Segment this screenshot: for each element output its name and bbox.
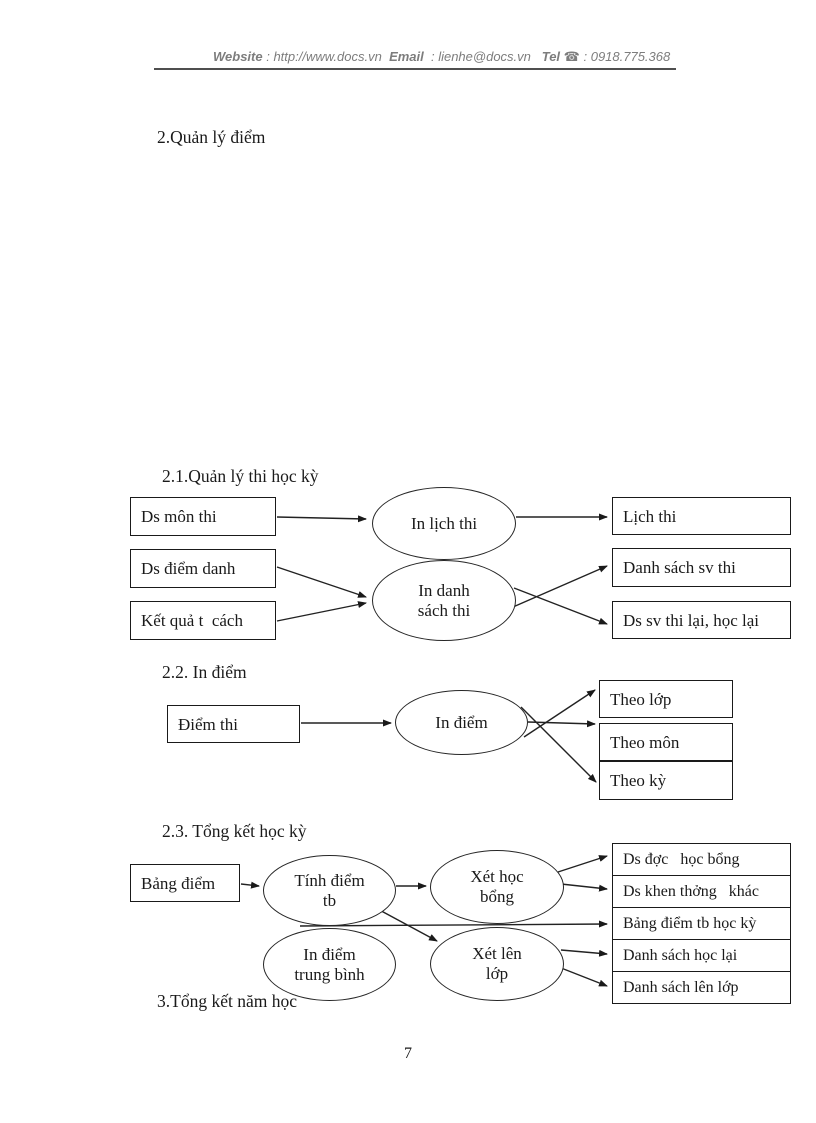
arrow-indanhsachthi-dssvthilai <box>513 587 608 625</box>
output-box-danh-sach-sv-thi: Danh sách sv thi <box>612 548 791 587</box>
process-ellipse-tinh-diem-tb: Tính điểm tb <box>263 855 396 926</box>
arrow-tinhdiemtb-xetlenlop <box>373 906 438 942</box>
process-ellipse-in-diem: In điểm <box>395 690 528 755</box>
output-box-danh-sach-hoc-lai: Danh sách học lại <box>612 939 791 972</box>
output-box-danh-sach-len-lop: Danh sách lên lớp <box>612 971 791 1004</box>
process-ellipse-xet-len-lop: Xét lên lớp <box>430 927 564 1001</box>
input-box-bang-diem: Bảng điểm <box>130 864 240 902</box>
heading-3: 3.Tổng kết năm học <box>157 991 297 1011</box>
output-box-ds-khen-thuong-khac: Ds khen thởng khác <box>612 875 791 908</box>
heading-2-1: 2.1.Quản lý thi học kỳ <box>162 466 319 486</box>
arrow-xetlenlop-danhsachhoclai <box>560 949 608 957</box>
header-divider <box>154 68 676 70</box>
arrow-xethocbong-dsdochocbong <box>557 855 608 873</box>
header-tel-value: : 0918.775.368 <box>579 49 671 64</box>
output-box-bang-diem-tb-hoc-ky: Bảng điểm tb học kỳ <box>612 907 791 940</box>
output-box-theo-ky: Theo kỳ <box>599 761 733 800</box>
arrow-indiem-theomon <box>527 720 596 728</box>
arrow-indanhsachthi-danhsachsvthi <box>512 565 608 608</box>
input-box-diem-thi: Điểm thi <box>167 705 300 743</box>
heading-2-2: 2.2. In điểm <box>162 662 247 682</box>
output-box-lich-thi: Lịch thi <box>612 497 791 535</box>
arrow-indiem-theoky <box>520 706 597 783</box>
process-ellipse-in-danh-sach-thi: In danh sách thi <box>372 560 516 641</box>
arrow-ketqua-indanhsachthi <box>276 601 367 622</box>
header-email-value: : lienhe@docs.vn <box>423 49 542 64</box>
header-website-value: : http://www.docs.vn <box>262 49 390 64</box>
header-tel-label: Tel <box>541 49 561 64</box>
process-ellipse-in-diem-trung-binh: In điểm trung bình <box>263 928 396 1001</box>
page-number: 7 <box>404 1045 412 1062</box>
header-website-label: Website <box>213 49 263 64</box>
arrow-xethocbong-dskhenthuong <box>560 883 608 892</box>
output-box-theo-lop: Theo lớp <box>599 680 733 718</box>
arrow-dsdiemdanh-indanhsachthi <box>276 566 367 598</box>
process-ellipse-in-lich-thi: In lịch thi <box>372 487 516 560</box>
input-box-ket-qua-tu-cach: Kết quả t cách <box>130 601 276 640</box>
header-email-label: Email <box>389 49 424 64</box>
process-ellipse-xet-hoc-bong: Xét học bổng <box>430 850 564 924</box>
output-box-theo-mon: Theo môn <box>599 723 733 761</box>
heading-2-3: 2.3. Tổng kết học kỳ <box>162 821 307 841</box>
phone-icon: ☎ <box>563 49 580 64</box>
arrow-dsmonthi-inlichthi <box>276 515 367 523</box>
heading-quan-ly-diem: 2.Quản lý điểm <box>157 127 266 147</box>
output-box-ds-duoc-hoc-bong: Ds đợc học bổng <box>612 843 791 876</box>
arrow-xetlenlop-danhsachlenlop <box>555 965 608 987</box>
output-box-ds-sv-thi-lai: Ds sv thi lại, học lại <box>612 601 791 639</box>
arrow-indiem-theolop <box>523 689 596 738</box>
page-header: Website : http://www.docs.vn Email : lie… <box>213 49 693 65</box>
arrow-bangdiem-tinhdiemtb <box>240 881 260 889</box>
input-box-ds-diem-danh: Ds điểm danh <box>130 549 276 588</box>
input-box-ds-mon-thi: Ds môn thi <box>130 497 276 536</box>
